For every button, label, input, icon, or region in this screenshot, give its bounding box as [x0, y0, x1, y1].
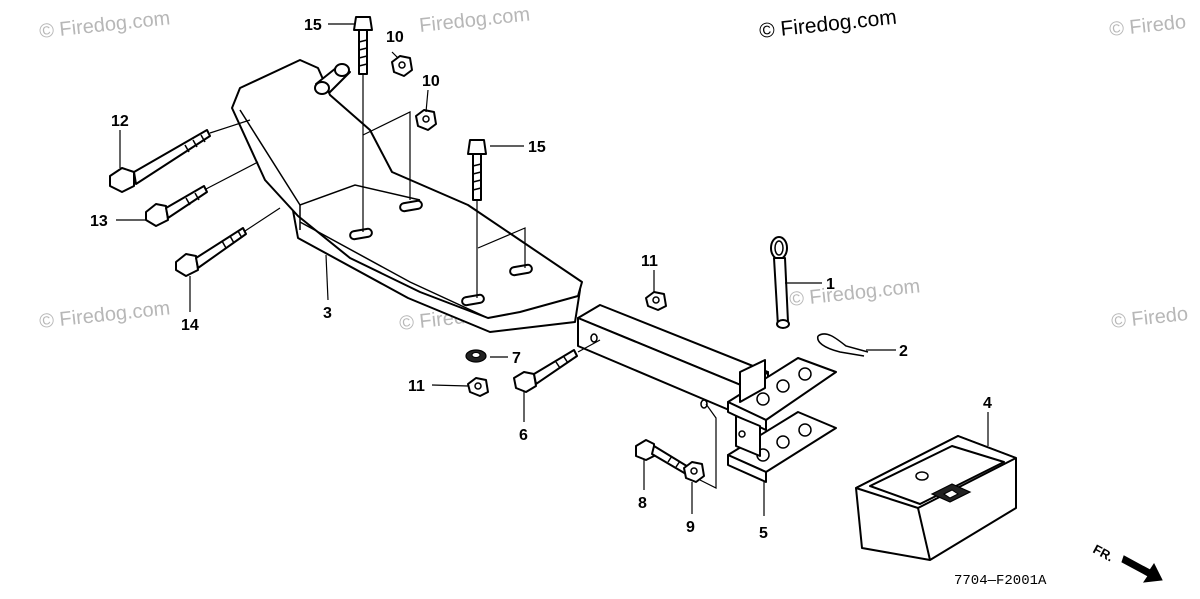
callout-11-lower: 11: [408, 378, 425, 395]
watermark-top-left: © Firedog.com: [38, 7, 171, 43]
callout-1: 1: [826, 276, 835, 293]
front-arrow-icon: [1121, 555, 1163, 583]
watermark-main: © Firedog.com: [758, 6, 898, 43]
bolt-15-mid: [467, 139, 487, 298]
callout-14: 14: [181, 317, 199, 334]
callout-15-mid: 15: [528, 139, 546, 156]
nut-10-upper: [391, 55, 413, 77]
callout-3: 3: [323, 305, 332, 322]
callouts: 1 2 3 4 5 6 7 8 9 10 10 11 11 12 13 14 1…: [90, 17, 992, 542]
washer-7: [465, 349, 487, 363]
hitch-tube: [577, 304, 837, 516]
callout-5: 5: [759, 525, 768, 542]
front-direction-indicator: FR.: [1091, 541, 1163, 583]
diagram-code: 7704—F2001A: [954, 573, 1047, 589]
watermark-far-right: © Firedo: [1110, 303, 1189, 333]
direction-label: FR.: [1091, 541, 1117, 564]
bolt-15-top: [353, 16, 373, 232]
callout-2: 2: [899, 343, 908, 360]
callout-13: 13: [90, 213, 108, 230]
nut-11-lower: [467, 377, 489, 397]
watermark-top-center: Firedog.com: [418, 3, 531, 36]
bolt-12: [109, 119, 251, 193]
callout-6: 6: [519, 427, 528, 444]
leader-lines: [116, 23, 989, 514]
guide-line-5-9: [699, 403, 717, 489]
callout-8: 8: [638, 495, 647, 512]
hitch-clip: [816, 333, 869, 357]
callout-4: 4: [983, 395, 992, 412]
watermark-top-right: © Firedo: [1108, 11, 1187, 41]
nut-10-lower: [415, 109, 437, 131]
bolt-14: [175, 207, 281, 277]
callout-11-upper: 11: [641, 253, 658, 270]
watermark-mid-right: © Firedog.com: [788, 275, 921, 311]
callout-12: 12: [111, 113, 129, 130]
callout-15-top: 15: [304, 17, 322, 34]
hitch-pin: [770, 236, 790, 329]
nut-11-upper: [645, 291, 667, 311]
callout-7: 7: [512, 350, 521, 367]
callout-9: 9: [686, 519, 695, 536]
bracket-plate: [231, 59, 583, 333]
watermark-mid-left: © Firedog.com: [38, 297, 171, 333]
callout-10-upper: 10: [386, 29, 404, 46]
bolt-6: [513, 339, 601, 393]
nut-9: [683, 461, 705, 483]
weight-block: [855, 435, 1017, 561]
watermarks: © Firedog.com Firedog.com © Firedog.com …: [38, 3, 1189, 334]
callout-10-lower: 10: [422, 73, 440, 90]
bolt-13: [145, 161, 259, 227]
